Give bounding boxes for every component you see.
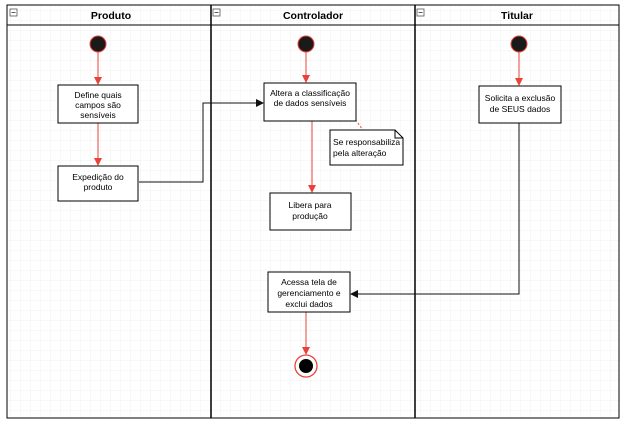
start-node-produto [89, 35, 107, 53]
action-label: Altera a classificação [270, 88, 350, 98]
action-define-campos[interactable]: Define quais campos são sensíveis [57, 84, 139, 124]
action-label: Define quais [74, 90, 121, 100]
note-label: pela alteração [333, 148, 387, 158]
end-node [294, 354, 318, 378]
action-altera-classificacao[interactable]: Altera a classificação de dados sensívei… [263, 82, 357, 122]
start-node-titular [510, 35, 528, 53]
lane-title-controlador: Controlador [283, 10, 343, 22]
action-label: de dados sensíveis [274, 98, 347, 108]
note-label: Se responsabiliza [333, 137, 400, 147]
action-expedicao-produto[interactable]: Expedição do produto [57, 165, 139, 202]
lane-title-titular: Titular [501, 10, 533, 22]
action-label: gerenciamento e [277, 288, 341, 298]
start-node-controlador [297, 35, 315, 53]
collapse-icon[interactable] [416, 8, 425, 17]
flow-arrow-solicita-to-acessa [350, 123, 520, 298]
flow-arrow-expedicao-to-altera [139, 99, 264, 183]
action-label: Libera para [288, 200, 331, 210]
action-libera-producao[interactable]: Libera para produção [269, 192, 352, 231]
note-responsabiliza[interactable]: Se responsabiliza pela alteração [329, 129, 404, 166]
lane-title-produto: Produto [91, 10, 131, 22]
collapse-icon[interactable] [9, 8, 18, 17]
diagram-frame [6, 4, 620, 419]
action-label: produção [292, 211, 328, 221]
action-label: Expedição do [72, 172, 124, 182]
action-label: campos são [75, 100, 121, 110]
action-label: Acessa tela de [281, 277, 337, 287]
action-label: exclui dados [285, 299, 332, 309]
collapse-icon[interactable] [212, 8, 221, 17]
action-label: produto [84, 182, 113, 192]
action-label: sensíveis [80, 110, 115, 120]
action-label: de SEUS dados [490, 104, 550, 114]
action-acessa-gerenciamento[interactable]: Acessa tela de gerenciamento e exclui da… [267, 271, 351, 313]
action-label: Solicita a exclusão [485, 93, 556, 103]
action-solicita-exclusao[interactable]: Solicita a exclusão de SEUS dados [478, 85, 562, 124]
